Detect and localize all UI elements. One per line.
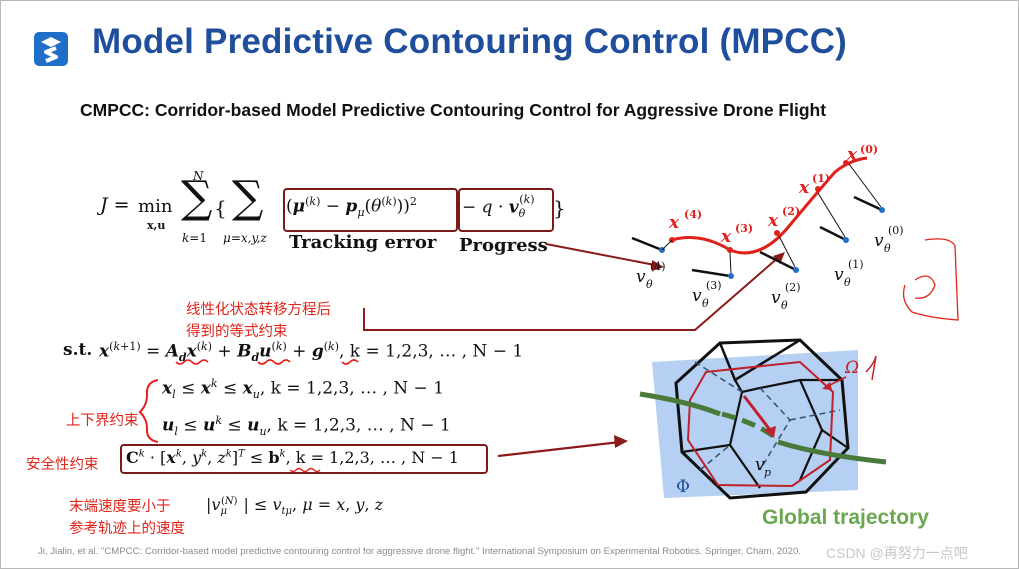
svg-text:θ: θ	[781, 299, 788, 312]
safety-constraint-box	[120, 444, 488, 474]
progress-term: − q · vθ(k)	[462, 193, 535, 221]
svg-text:θ: θ	[702, 297, 709, 310]
dynamics-constraint: x(k+1) = Adx(k) + Bdu(k) + g(k), k = 1,2…	[99, 340, 524, 365]
polytope-outer	[674, 338, 850, 500]
connector-line	[363, 255, 781, 331]
phi-label: Φ	[676, 477, 690, 497]
brace-close: }	[553, 196, 566, 220]
svg-text:v: v	[636, 267, 646, 287]
progress-arrowhead	[652, 260, 664, 271]
svg-text:(0): (0)	[860, 143, 878, 156]
sum-mu: ∑	[232, 172, 264, 223]
global-trajectory	[639, 391, 721, 417]
sum-mu-lower: μ=x,y,z	[223, 231, 267, 245]
svg-text:x: x	[668, 213, 680, 233]
omega-label: Ω	[845, 358, 860, 378]
svg-text:x: x	[798, 178, 810, 198]
svg-text:θ: θ	[844, 276, 851, 289]
annotation-linearized-2: 得到的等式约束	[186, 324, 288, 340]
svg-text:θ: θ	[884, 242, 891, 255]
tracking-error-box	[283, 188, 458, 232]
svg-text:(0): (0)	[888, 224, 904, 237]
safety-arrow	[497, 440, 621, 458]
underline-g	[341, 359, 359, 365]
svg-text:v: v	[692, 286, 702, 306]
sum-k: ∑	[181, 172, 213, 223]
handwritten-sketch	[902, 238, 959, 321]
underline-A	[175, 359, 209, 365]
connector-arrowhead	[773, 252, 785, 264]
svg-text:p: p	[764, 466, 771, 479]
reference-trajectory	[671, 156, 868, 255]
min-subscript: x,u	[147, 219, 166, 232]
safety-constraint: Ck · [xk, yk, zk]T ≤ bk, k = 1,2,3, … , …	[126, 448, 459, 467]
slide-title: Model Predictive Contouring Control (MPC…	[92, 22, 848, 61]
trajectory-figure	[631, 156, 959, 321]
input-bounds: ul ≤ uk ≤ uu, k = 1,2,3, … , N − 1	[162, 414, 451, 439]
state-bounds: xl ≤ xk ≤ xu, k = 1,2,3, … , N − 1	[162, 377, 445, 402]
svg-text:v: v	[834, 265, 844, 285]
global-trajectory-label: Global trajectory	[762, 506, 929, 529]
svg-text:(1): (1)	[812, 172, 830, 185]
progress-label: Progress	[459, 235, 548, 256]
svg-text:v: v	[771, 288, 781, 308]
svg-text:(1): (1)	[848, 258, 864, 271]
watermark: CSDN @再努力一点吧	[826, 545, 968, 561]
bounds-brace	[138, 379, 159, 443]
paper-title: CMPCC: Corridor-based Model Predictive C…	[80, 100, 827, 120]
sum-k-upper: N	[193, 169, 204, 183]
svg-text:θ: θ	[646, 278, 653, 291]
brace-open: {	[214, 196, 227, 220]
annotation-terminal-2: 参考轨迹上的速度	[69, 521, 185, 537]
underline-B	[257, 359, 291, 365]
logo-icon	[41, 37, 61, 63]
svg-text:(2): (2)	[785, 281, 801, 294]
svg-text:v: v	[874, 231, 884, 251]
omega-region	[686, 360, 835, 488]
svg-text:v: v	[755, 455, 765, 475]
progress-arrow	[545, 243, 661, 267]
svg-text:(4): (4)	[684, 208, 702, 221]
st-label: s.t.	[63, 340, 93, 360]
annotation-bounds: 上下界约束	[66, 413, 139, 429]
annotation-terminal-1: 末端速度要小于	[69, 499, 171, 515]
svg-text:(2): (2)	[782, 205, 800, 218]
underline-b	[289, 467, 321, 473]
safety-arrowhead	[614, 435, 628, 448]
svg-text:(3): (3)	[735, 222, 753, 235]
min-operator: min	[138, 196, 173, 217]
terminal-velocity-constraint: |vμ(N)| ≤ vtμ, μ = x, y, z	[206, 495, 384, 518]
progress-box	[458, 188, 554, 232]
annotation-linearized-1: 线性化状态转移方程后	[186, 302, 331, 318]
citation: Ji, Jialin, et al. "CMPCC: Corridor-base…	[38, 546, 801, 557]
app-logo	[34, 32, 68, 66]
objective-function: J =	[100, 194, 130, 216]
annotation-safety: 安全性约束	[26, 457, 99, 473]
svg-text:x: x	[767, 211, 779, 231]
corridor-figure	[639, 338, 887, 500]
svg-text:x: x	[720, 227, 732, 247]
tracking-error-term: (μ(k) − pμ(θ(k)))2	[286, 195, 417, 220]
tracking-error-label: Tracking error	[289, 232, 437, 253]
svg-text:(3): (3)	[706, 279, 722, 292]
local-trajectory	[742, 395, 772, 431]
svg-text:(4): (4)	[650, 260, 666, 273]
sum-k-lower: k=1	[182, 231, 207, 245]
svg-text:x: x	[846, 145, 858, 165]
